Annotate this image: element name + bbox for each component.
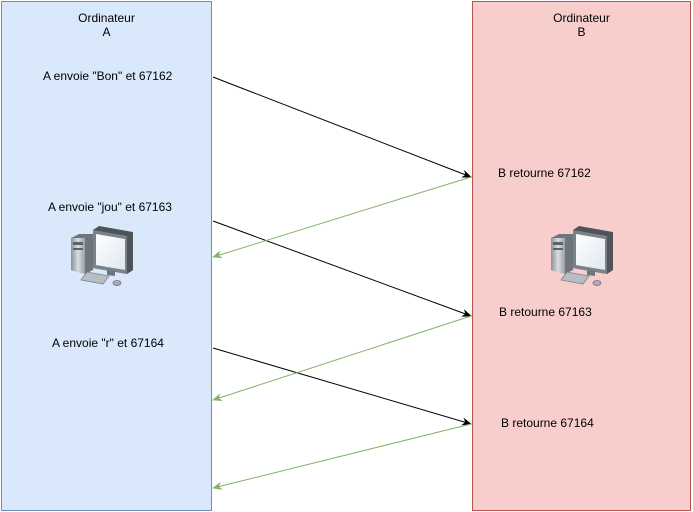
send-arrow-2 (212, 220, 472, 317)
reply-b-1: B retourne 67162 (498, 166, 591, 180)
computer-a-title: Ordinateur A (1, 11, 212, 39)
desktop-computer-icon (549, 226, 615, 291)
desktop-computer-icon (69, 226, 135, 291)
return-arrow-1 (212, 176, 472, 259)
message-a-2: A envoie "jou" et 67163 (48, 200, 172, 214)
reply-b-2: B retourne 67163 (499, 305, 592, 319)
send-arrow-3 (212, 347, 472, 426)
computer-b-title-line1: Ordinateur (553, 11, 610, 25)
message-a-3: A envoie "r" et 67164 (52, 336, 164, 350)
reply-b-3: B retourne 67164 (501, 416, 594, 430)
return-arrow-3 (212, 423, 472, 490)
computer-a-title-line1: Ordinateur (78, 11, 135, 25)
computer-b-title: Ordinateur B (472, 11, 691, 39)
message-a-1: A envoie "Bon" et 67162 (43, 69, 173, 83)
return-arrow-2 (212, 315, 472, 402)
send-arrow-1 (212, 76, 472, 178)
computer-b-title-line2: B (577, 25, 586, 39)
computer-a-title-line2: A (102, 25, 111, 39)
